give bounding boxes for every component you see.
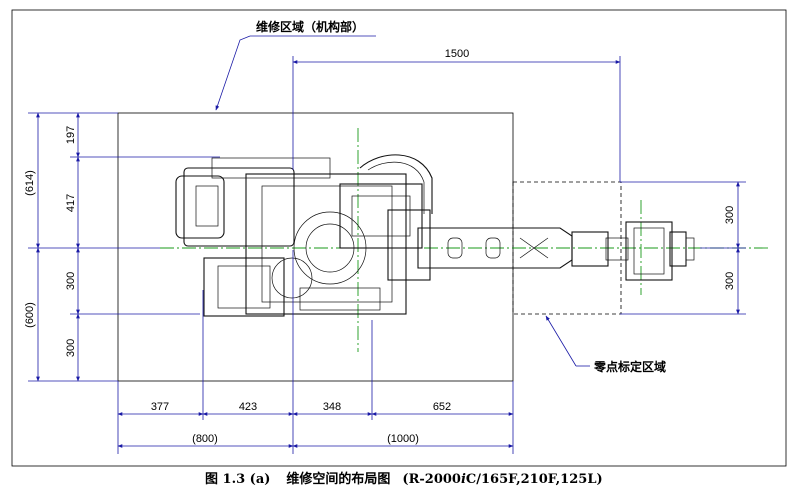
zero-calibration-callout: 零点标定区域	[545, 315, 666, 374]
caption-models-italic: i	[461, 472, 466, 487]
dim-label-300-upper: 300	[65, 272, 77, 290]
dim-label-377: 377	[151, 401, 169, 413]
dimension-bottom-row1: 377 423 348 652	[117, 401, 514, 416]
drawing-border	[11, 9, 787, 467]
dim-label-600: (600)	[24, 302, 36, 328]
dimension-top-1500: 1500	[292, 48, 621, 182]
dim-label-1500: 1500	[445, 48, 469, 60]
maintenance-area-label: 维修区域（机构部）	[256, 19, 364, 34]
dim-label-300-right-upper: 300	[724, 206, 736, 224]
dim-label-800: (800)	[192, 433, 218, 445]
caption-prefix: 图 1.3 (a)	[205, 472, 270, 487]
figure-caption: 图 1.3 (a) 维修空间的布局图 (R-2000iC/165F,210F,125…	[205, 471, 603, 487]
dim-label-300-right-lower: 300	[724, 272, 736, 290]
dimension-left-inner: 197 417 300 300	[65, 112, 80, 382]
dimension-bottom-row2: (800) (1000)	[117, 433, 514, 448]
dim-label-300-lower: 300	[65, 339, 77, 357]
dim-label-348: 348	[323, 401, 341, 413]
caption-models-pre: (R-2000	[402, 472, 461, 487]
caption-models-post: C/165F,210F,125L)	[466, 472, 603, 487]
dimension-left-outer: (614) (600)	[24, 112, 40, 382]
maintenance-area-callout: 维修区域（机构部）	[215, 19, 376, 111]
dim-label-197: 197	[65, 126, 77, 144]
dim-label-614: (614)	[24, 170, 36, 196]
maintenance-area-rect	[117, 112, 514, 382]
dim-label-417: 417	[65, 194, 77, 212]
zero-calibration-label: 零点标定区域	[593, 359, 666, 374]
dim-label-423: 423	[239, 401, 257, 413]
dimension-right: 300 300	[620, 181, 746, 315]
robot-plan-view	[175, 154, 695, 317]
caption-title: 维修空间的布局图	[286, 471, 390, 487]
dim-label-1000: (1000)	[387, 433, 419, 445]
dim-label-652: 652	[433, 401, 451, 413]
